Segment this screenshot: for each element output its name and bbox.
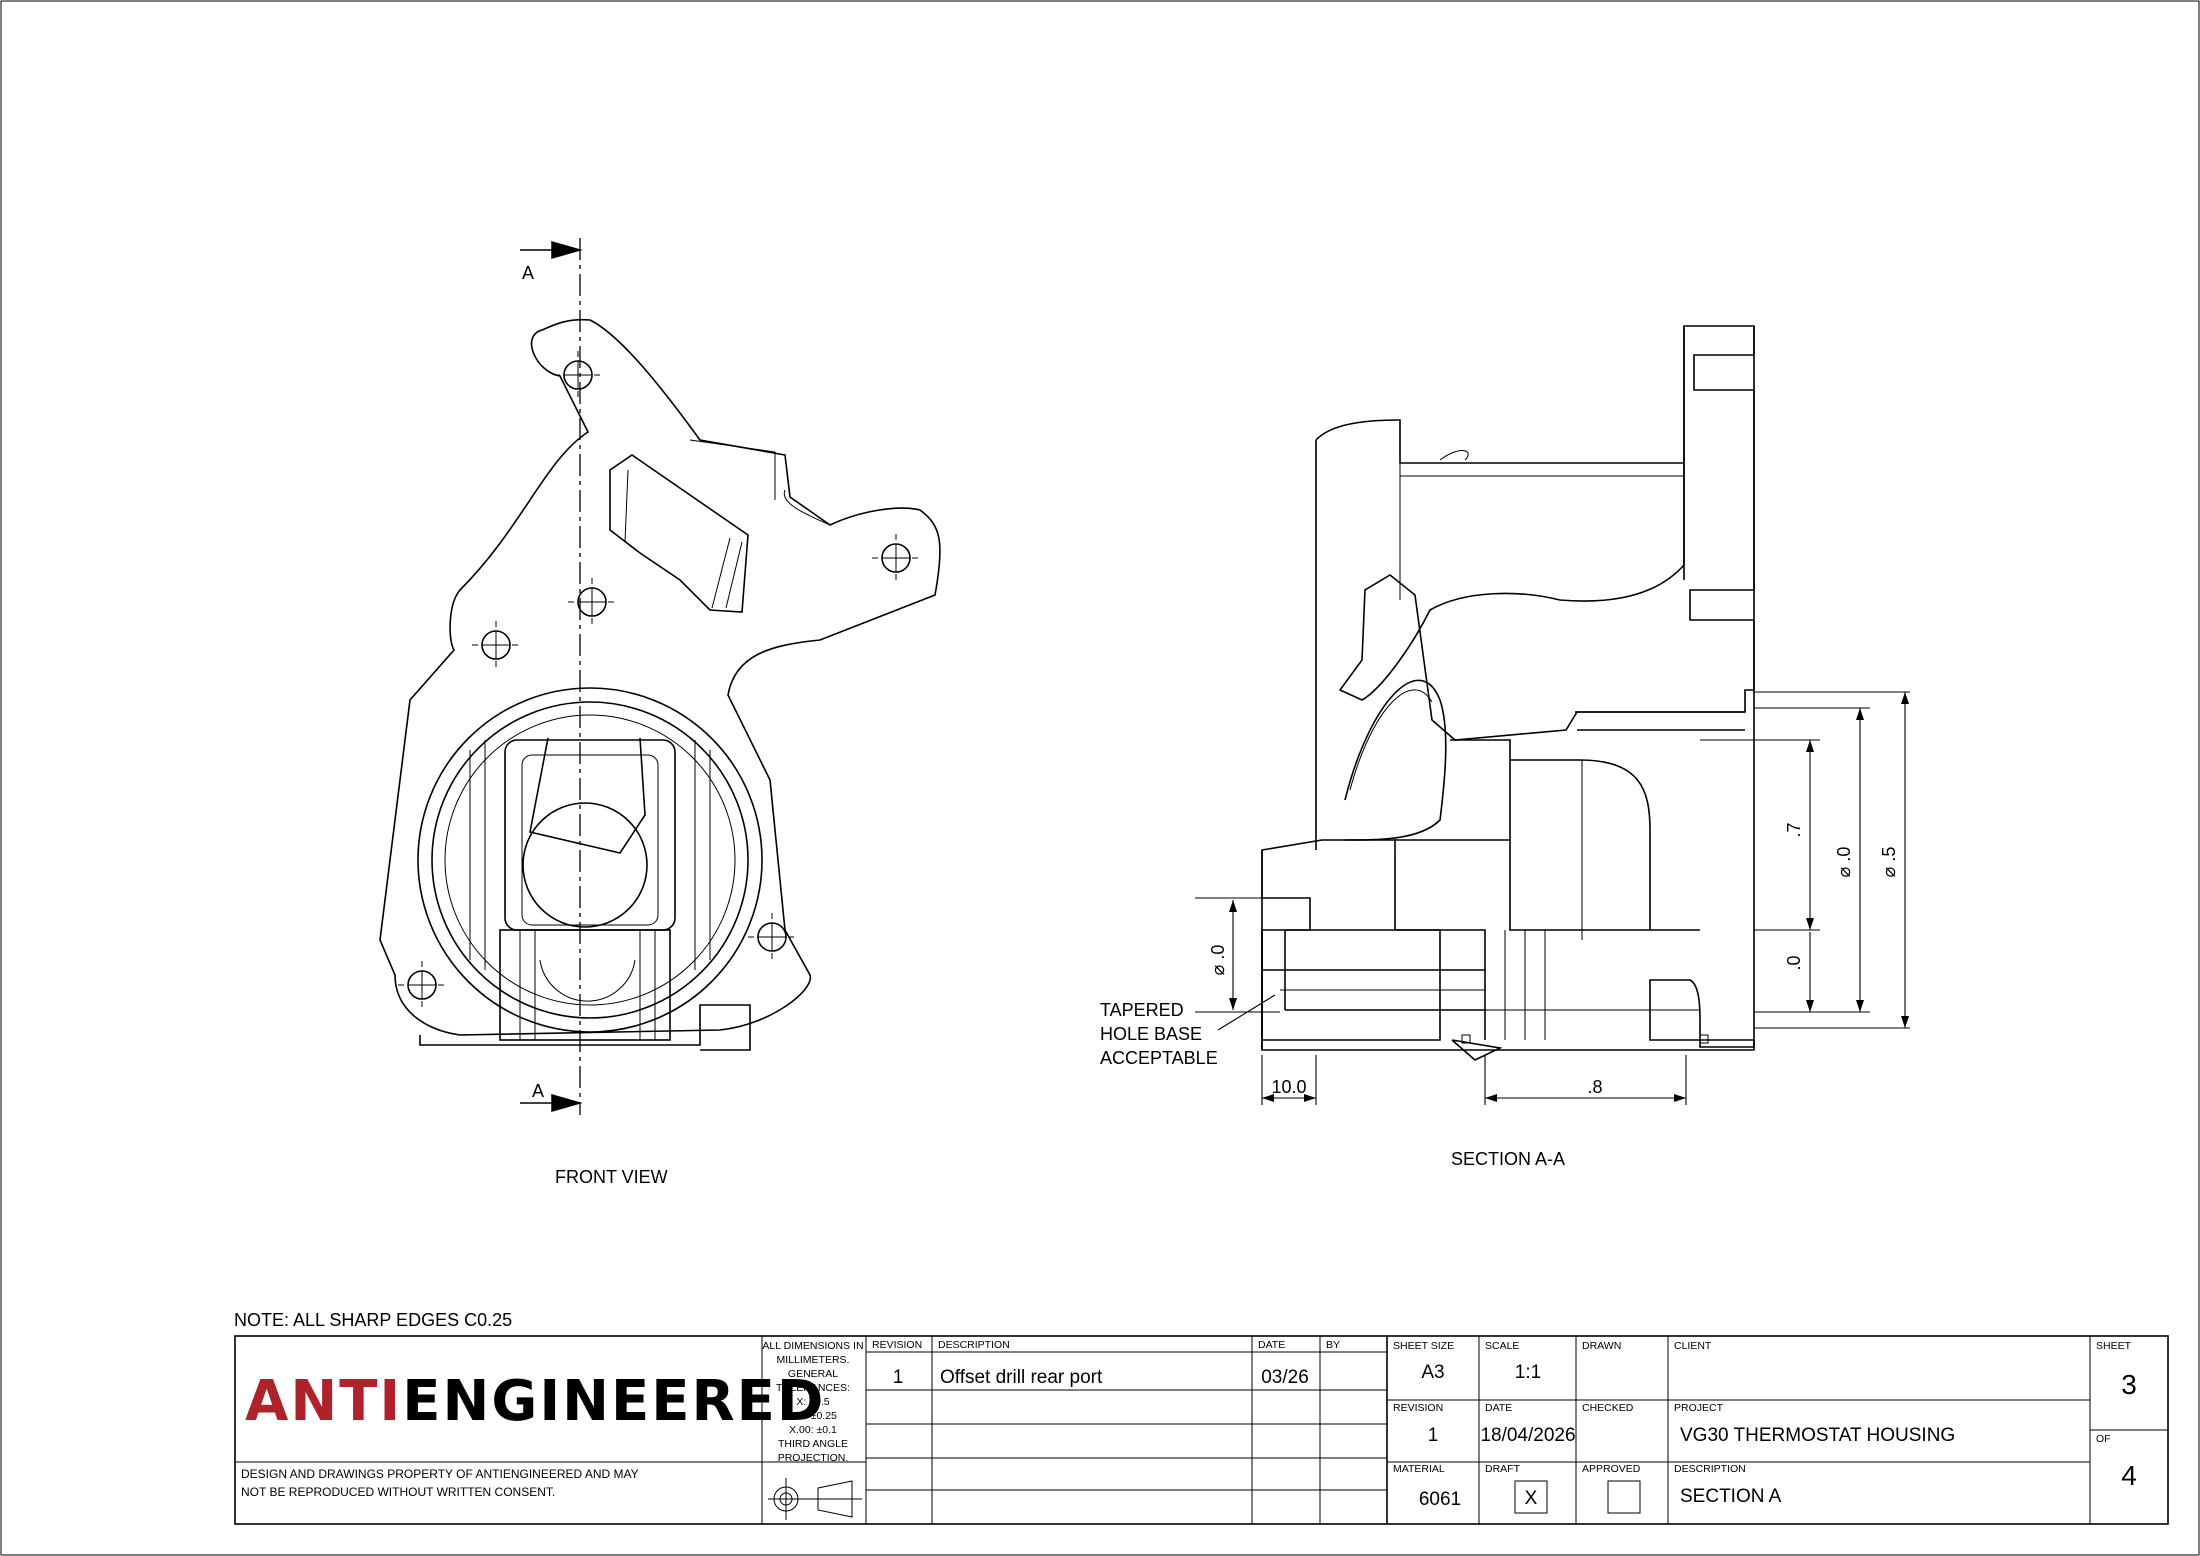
svg-text:10.0: 10.0 [1271, 1077, 1306, 1097]
front-outer-profile [379, 318, 941, 1036]
svg-text:DATE: DATE [1485, 1402, 1512, 1414]
sheet-total: 4 [2121, 1460, 2137, 1491]
svg-text:PROJECT: PROJECT [1674, 1402, 1724, 1414]
svg-text:⌀ .5: ⌀ .5 [1879, 847, 1899, 878]
revision-row-date: 03/26 [1261, 1367, 1309, 1388]
svg-text:X.00: ±0.1: X.00: ±0.1 [789, 1424, 837, 1436]
material-value: 6061 [1419, 1489, 1461, 1510]
section-arrow-top [520, 241, 583, 259]
sheet-size-value: A3 [1421, 1362, 1444, 1383]
svg-text:MILLIMETERS.: MILLIMETERS. [777, 1354, 850, 1366]
section-inner-bore [1395, 711, 1745, 931]
svg-text:.8: .8 [1587, 1077, 1602, 1097]
general-note: NOTE: ALL SHARP EDGES C0.25 [234, 1310, 512, 1330]
svg-text:REVISION: REVISION [1393, 1402, 1443, 1414]
svg-text:OF: OF [2096, 1433, 2111, 1445]
revision-value: 1 [1428, 1425, 1439, 1446]
draft-mark: X [1525, 1488, 1538, 1509]
svg-text:⌀ .0: ⌀ .0 [1208, 945, 1228, 976]
date-value: 18/04/2026 [1480, 1425, 1575, 1446]
svg-text:X: ±0.5: X: ±0.5 [796, 1396, 829, 1408]
svg-text:MATERIAL: MATERIAL [1393, 1463, 1445, 1475]
tapered-note-line1: TAPERED [1100, 1000, 1184, 1020]
front-inner-circle [522, 802, 648, 928]
front-bore-outer [417, 687, 763, 1033]
tolerance-block: ALL DIMENSIONS IN MILLIMETERS. GENERAL T… [762, 1340, 863, 1464]
svg-text:⌀ .0: ⌀ .0 [1834, 847, 1854, 878]
svg-text:CHECKED: CHECKED [1582, 1402, 1634, 1414]
section-hatch-flange [1338, 325, 1755, 741]
front-bolt-holes [398, 351, 920, 1009]
copyright-line2: NOT BE REPRODUCED WITHOUT WRITTEN CONSEN… [241, 1485, 555, 1499]
section-outline [1261, 326, 1755, 1051]
svg-text:ALL DIMENSIONS IN: ALL DIMENSIONS IN [762, 1340, 863, 1352]
svg-text:DATE: DATE [1258, 1339, 1285, 1351]
svg-text:BY: BY [1326, 1339, 1340, 1351]
front-view: A A FRONT VIEW [379, 238, 941, 1187]
svg-text:SHEET SIZE: SHEET SIZE [1393, 1340, 1454, 1352]
svg-text:DESCRIPTION: DESCRIPTION [938, 1339, 1010, 1351]
svg-text:SHEET: SHEET [2096, 1340, 2132, 1352]
title-block: ANTIENGINEERED DESIGN AND DRAWINGS PROPE… [234, 1335, 2169, 1525]
front-cut-block [609, 454, 749, 613]
svg-text:CLIENT: CLIENT [1674, 1340, 1712, 1352]
section-view-label: SECTION A-A [1451, 1149, 1565, 1169]
svg-text:.0: .0 [1784, 955, 1804, 970]
svg-text:TOLERANCES:: TOLERANCES: [776, 1382, 850, 1394]
revision-row-description: Offset drill rear port [940, 1367, 1103, 1388]
approved-checkbox [1607, 1480, 1641, 1514]
svg-text:GENERAL: GENERAL [788, 1368, 838, 1380]
revision-row-number: 1 [893, 1367, 904, 1388]
svg-text:DRAWN: DRAWN [1582, 1340, 1621, 1352]
sheet-number: 3 [2121, 1369, 2137, 1400]
front-view-label: FRONT VIEW [555, 1167, 668, 1187]
projection-symbol [768, 1478, 862, 1520]
section-marker-bottom: A [532, 1081, 544, 1101]
description-value: SECTION A [1680, 1486, 1782, 1507]
tapered-note-line2: HOLE BASE [1100, 1024, 1202, 1044]
svg-text:SCALE: SCALE [1485, 1340, 1519, 1352]
dim-small-bore: ⌀ .0 [1195, 897, 1280, 1013]
section-view: TAPERED HOLE BASE ACCEPTABLE ⌀ .0 10.0 .… [1100, 325, 1910, 1169]
svg-text:PROJECTION.: PROJECTION. [778, 1452, 849, 1464]
svg-text:APPROVED: APPROVED [1582, 1463, 1641, 1475]
copyright-line1: DESIGN AND DRAWINGS PROPERTY OF ANTIENGI… [241, 1467, 639, 1481]
section-lower-port [1261, 929, 1486, 1050]
project-value: VG30 THERMOSTAT HOUSING [1680, 1425, 1955, 1446]
scale-value: 1:1 [1515, 1362, 1541, 1383]
section-arrow-bottom [520, 1094, 583, 1112]
section-marker-top: A [522, 263, 534, 283]
svg-text:REVISION: REVISION [872, 1339, 922, 1351]
draft-checkbox [1514, 1480, 1548, 1514]
svg-text:DESCRIPTION: DESCRIPTION [1674, 1463, 1746, 1475]
svg-text:X.0: ±0.25: X.0: ±0.25 [789, 1410, 837, 1422]
dim-bottom-length: .8 [1484, 1055, 1687, 1105]
company-logo: ANTIENGINEERED [245, 1369, 825, 1434]
dim-right-bores: .7 .0 ⌀ .0 ⌀ .5 [1700, 691, 1910, 1029]
tapered-note-line3: ACCEPTABLE [1100, 1048, 1218, 1068]
dim-left-depth: 10.0 [1261, 1055, 1317, 1105]
logo-red-part: ANTI [245, 1369, 402, 1434]
logo-black-part: ENGINEERED [402, 1369, 825, 1434]
svg-text:THIRD ANGLE: THIRD ANGLE [778, 1438, 848, 1450]
svg-text:DRAFT: DRAFT [1485, 1463, 1521, 1475]
svg-text:.7: .7 [1784, 822, 1804, 837]
